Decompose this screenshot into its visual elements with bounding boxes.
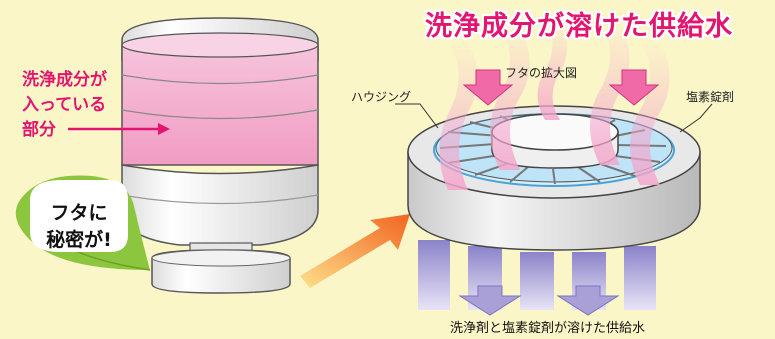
housing-label: ハウジング [351,90,412,104]
bottle-content-note: 洗浄成分が 入っている 部分 [22,68,107,143]
speech-bubble [15,175,151,271]
bubble-line1: フタに [50,202,108,224]
inflow-arrows [462,69,660,106]
zoom-label: フタの拡大図 [505,66,578,80]
outflow-columns [418,240,656,310]
note-pointer-arrow [68,123,170,135]
down-arrow-icon [458,285,620,316]
bottle-note-line3: 部分 [22,120,56,140]
label-leaders [395,103,713,133]
bottle-note-line2: 入っている [22,95,107,115]
outflow-label: 洗浄剤と塩素錠剤が溶けた供給水 [450,321,646,336]
main-title: 洗浄成分が溶けた供給水 [425,11,733,42]
bubble-line2: 秘密が! [46,229,112,251]
chlorine-tablet-label: 塩素錠剤 [686,90,735,104]
bottle-note-line1: 洗浄成分が [22,70,107,90]
curved-arrow-icon [300,214,410,288]
speech-bubble-text: フタに 秘密が! [44,200,114,254]
steam-wisps [439,22,670,190]
bottle-icon [121,17,319,294]
